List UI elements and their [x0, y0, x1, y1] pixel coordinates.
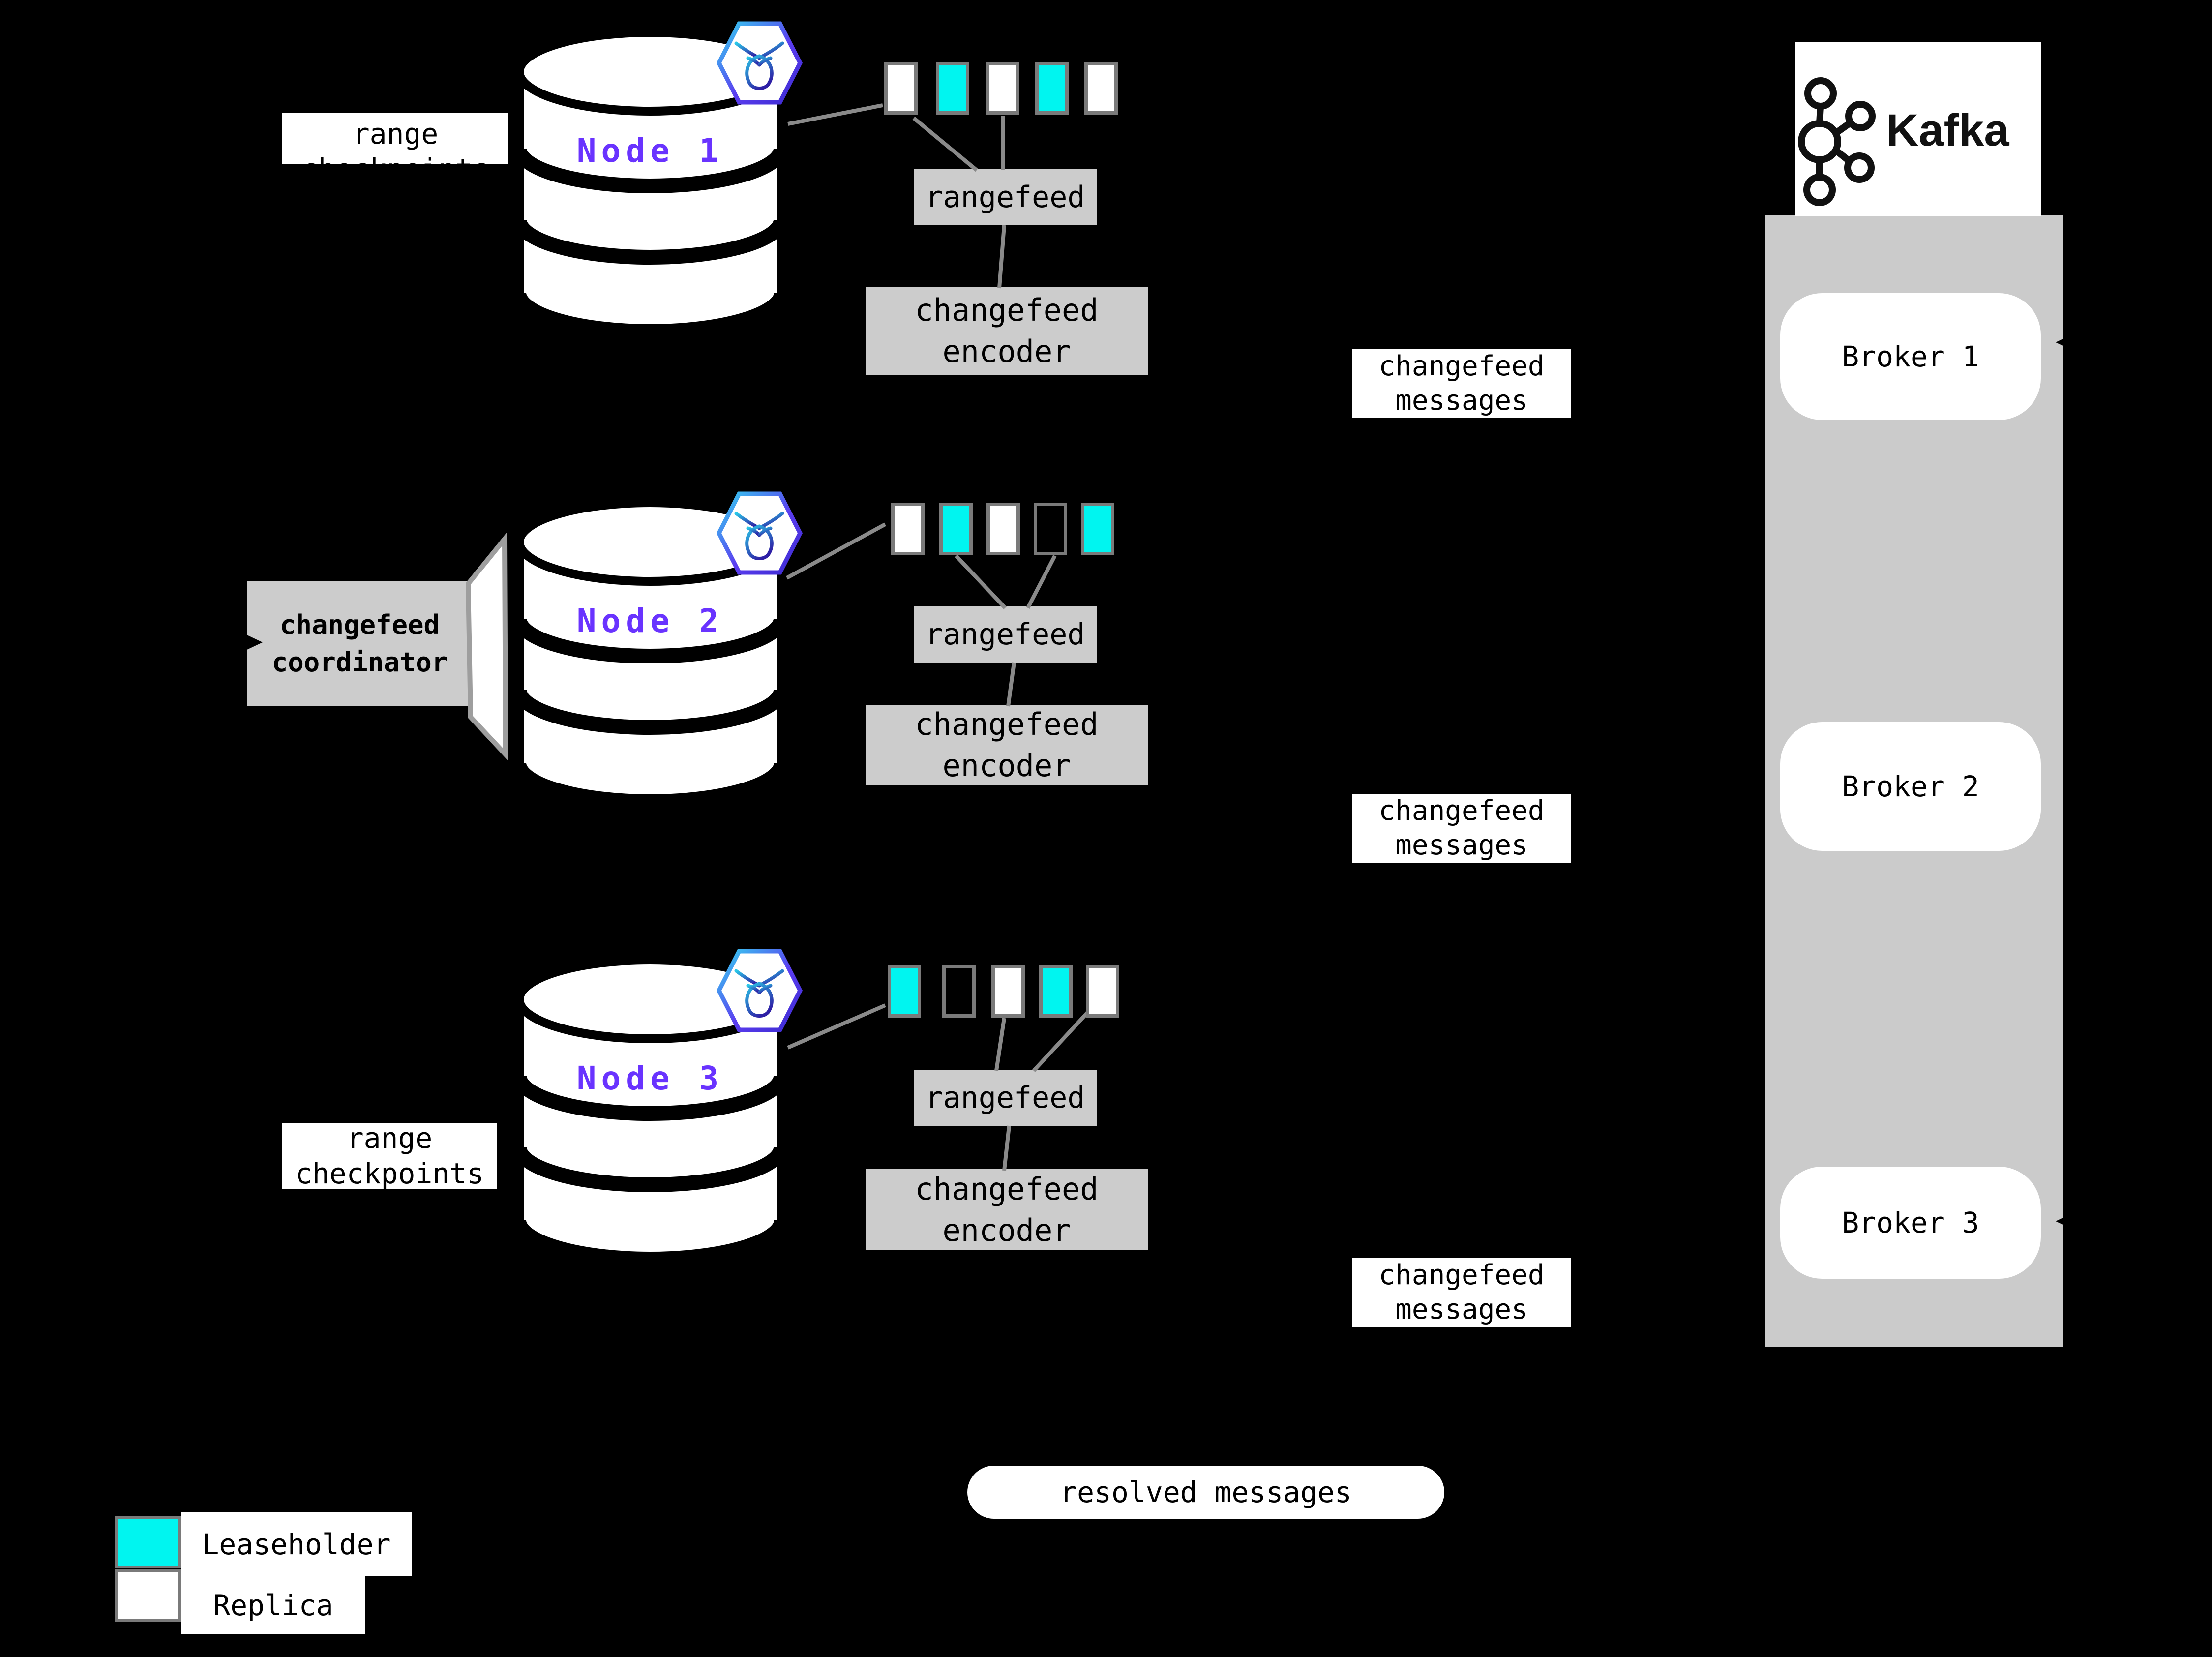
- range-square: [884, 62, 918, 115]
- messages-1-line1: changefeed: [1378, 350, 1545, 382]
- kafka-logo-text: Kafka: [1886, 105, 2009, 155]
- encoder-2-line2: encoder: [942, 748, 1071, 783]
- range-checkpoints-top-line2: checkpoints: [282, 151, 508, 164]
- node3-label: Node 3: [576, 1059, 724, 1097]
- broker-2-label: Broker 2: [1842, 770, 1979, 803]
- rangefeed-label-2: rangefeed: [925, 617, 1085, 652]
- encoder-3-line1: changefeed: [915, 1171, 1099, 1207]
- changefeed-messages-label-1: changefeed messages: [1352, 349, 1571, 418]
- range-square: [942, 965, 976, 1018]
- broker-2: Broker 2: [1780, 722, 2041, 851]
- changefeed-messages-label-3: changefeed messages: [1352, 1258, 1571, 1327]
- legend-replica-text: Replica: [213, 1588, 333, 1622]
- kafka-logo-box: Kafka: [1795, 42, 2041, 216]
- rangefeed-box-node3: rangefeed: [914, 1070, 1097, 1126]
- range-checkpoints-label-bottom: range checkpoints: [282, 1123, 497, 1189]
- range-square: [1039, 965, 1073, 1018]
- legend-label-leaseholder: Leaseholder: [181, 1512, 412, 1576]
- encoder-2-line1: changefeed: [915, 706, 1099, 742]
- broker-1-label: Broker 1: [1842, 340, 1979, 373]
- node1-label: Node 1: [576, 132, 724, 170]
- range-square: [986, 503, 1020, 555]
- range-checkpoints-label-top: range checkpoints: [282, 113, 508, 164]
- range-checkpoints-bottom-line1: range: [346, 1123, 433, 1155]
- encoder-1-line1: changefeed: [915, 292, 1099, 328]
- legend-label-replica: Replica: [181, 1576, 365, 1634]
- resolved-messages-label: resolved messages: [1060, 1476, 1352, 1509]
- broker-1: Broker 1: [1780, 293, 2041, 420]
- changefeed-encoder-box-node3: changefeed encoder: [866, 1169, 1148, 1250]
- changefeed-coordinator-label: changefeed coordinator: [247, 581, 472, 706]
- range-square: [891, 503, 925, 555]
- cockroachdb-badge-node2-icon: [716, 491, 803, 575]
- legend-swatch-replica: [115, 1569, 181, 1622]
- coordinator-line1: changefeed: [279, 609, 440, 640]
- messages-2-line1: changefeed: [1378, 795, 1545, 827]
- messages-2-line2: messages: [1395, 829, 1528, 861]
- range-square: [1086, 965, 1119, 1018]
- legend-swatch-leaseholder: [115, 1516, 181, 1568]
- range-checkpoints-bottom-line2: checkpoints: [295, 1157, 484, 1189]
- node2-cylinder: [512, 498, 788, 808]
- range-square: [1081, 503, 1114, 555]
- messages-1-line2: messages: [1395, 385, 1528, 417]
- cockroachdb-badge-node1-icon: [716, 21, 803, 105]
- broker-3-label: Broker 3: [1842, 1206, 1979, 1239]
- range-square: [1084, 62, 1118, 115]
- resolved-messages-pill: resolved messages: [967, 1466, 1444, 1519]
- broker-3: Broker 3: [1780, 1167, 2041, 1279]
- range-square: [888, 965, 921, 1018]
- messages-3-line1: changefeed: [1378, 1259, 1545, 1291]
- encoder-1-line2: encoder: [942, 333, 1071, 369]
- rangefeed-box-node1: rangefeed: [914, 169, 1097, 225]
- changefeed-messages-label-2: changefeed messages: [1352, 794, 1571, 863]
- cockroachdb-badge-node3-icon: [716, 949, 803, 1032]
- node3-cylinder: [512, 956, 788, 1265]
- legend-leaseholder-text: Leaseholder: [202, 1528, 391, 1561]
- messages-3-line2: messages: [1395, 1294, 1528, 1326]
- rangefeed-box-node2: rangefeed: [914, 606, 1097, 663]
- rangefeed-label-1: rangefeed: [925, 180, 1085, 214]
- encoder-3-line2: encoder: [942, 1212, 1071, 1248]
- range-square: [1035, 62, 1069, 115]
- rangefeed-label-3: rangefeed: [925, 1081, 1085, 1115]
- changefeed-encoder-box-node2: changefeed encoder: [866, 705, 1148, 785]
- coordinator-line2: coordinator: [271, 646, 448, 678]
- range-square: [986, 62, 1019, 115]
- range-square: [936, 62, 969, 115]
- coordinator-flag-shape: [465, 532, 508, 761]
- range-square: [991, 965, 1025, 1018]
- range-square: [939, 503, 973, 555]
- node2-label: Node 2: [576, 602, 724, 640]
- node1-cylinder: [512, 28, 788, 338]
- range-checkpoints-top-line1: range: [352, 117, 439, 151]
- changefeed-encoder-box-node1: changefeed encoder: [866, 287, 1148, 375]
- range-square: [1034, 503, 1067, 555]
